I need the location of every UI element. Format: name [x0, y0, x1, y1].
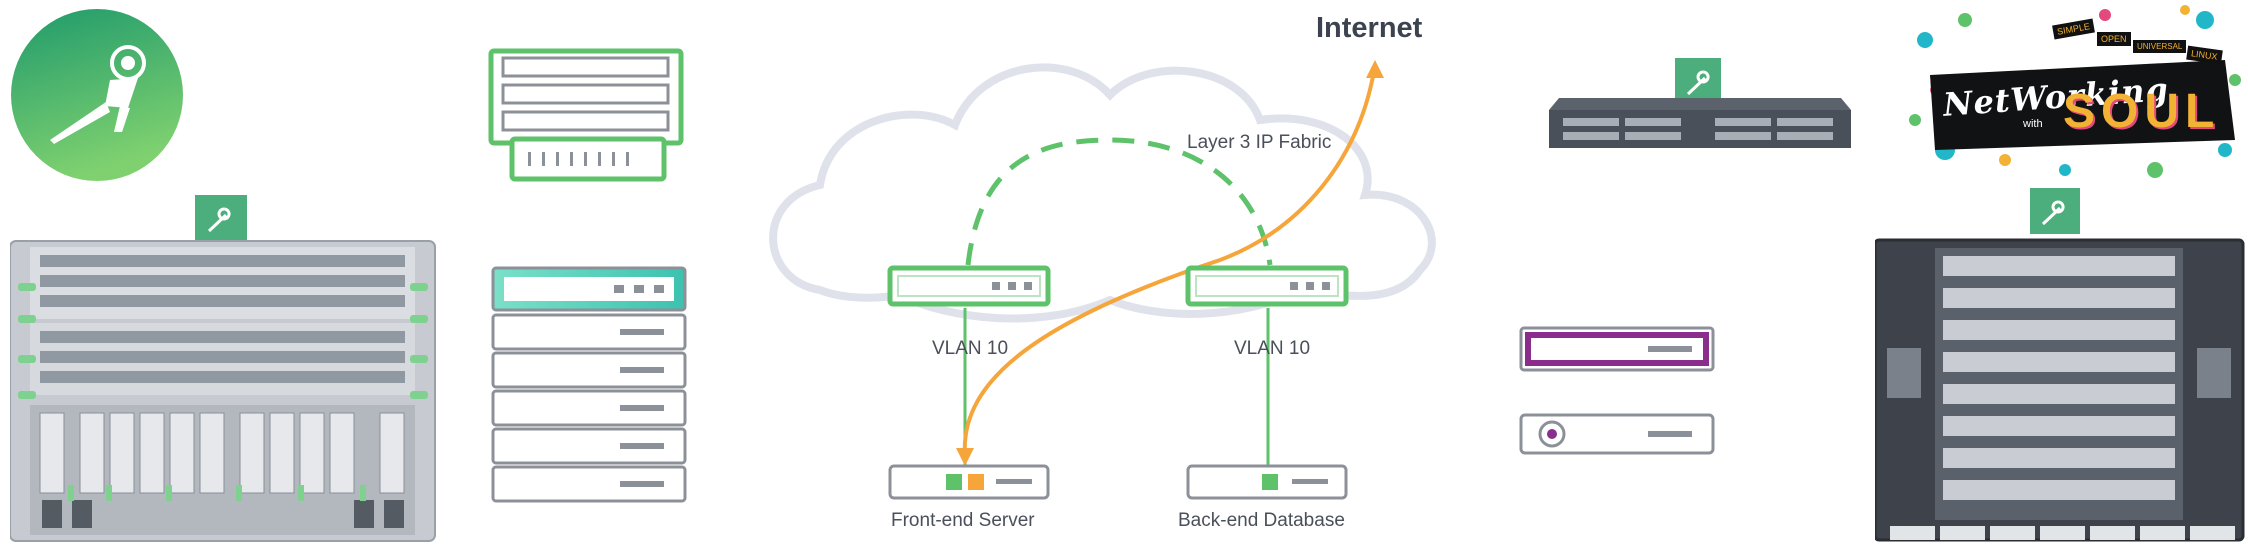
fabric-label: Layer 3 IP Fabric	[1187, 132, 1332, 153]
storage-unit-icon	[1518, 412, 1718, 456]
sticker-soul-text: SOUL	[2063, 85, 2221, 138]
internet-traffic-path	[962, 64, 1377, 456]
internet-arrowhead	[1366, 60, 1384, 78]
cloud-icon	[769, 63, 1436, 323]
fabric-dashed-link	[965, 137, 1273, 266]
frontend-arrowhead	[956, 448, 974, 466]
right-switch-icon	[1185, 265, 1349, 307]
right-vlan-label: VLAN 10	[1234, 338, 1311, 359]
networking-with-soul-sticker: SIMPLE OPEN UNIVERSAL LINUX NetWorking w…	[1905, 0, 2248, 185]
internet-label: Internet	[1316, 12, 1423, 44]
frontend-server-label: Front-end Server	[891, 510, 1035, 531]
frontend-server-icon	[888, 464, 1050, 500]
top-of-rack-switch-icon	[1545, 58, 1855, 153]
purple-server-icon	[1518, 325, 1718, 375]
sticker-tag-open: OPEN	[2097, 32, 2131, 46]
backend-database-label: Back-end Database	[1178, 510, 1345, 531]
chassis-switch-right-icon	[1875, 188, 2245, 548]
left-switch-icon	[887, 265, 1051, 307]
sticker-small-text: with	[2023, 118, 2043, 130]
server-stack-icon	[490, 265, 690, 505]
fabric-diagram	[740, 0, 1500, 550]
left-vlan-label: VLAN 10	[932, 338, 1009, 359]
astronaut-logo-icon	[10, 8, 185, 183]
chassis-switch-left-icon	[10, 195, 440, 545]
backend-database-icon	[1186, 464, 1348, 500]
sticker-tag-universal: UNIVERSAL	[2133, 40, 2187, 53]
rack-stack-icon	[488, 48, 688, 186]
